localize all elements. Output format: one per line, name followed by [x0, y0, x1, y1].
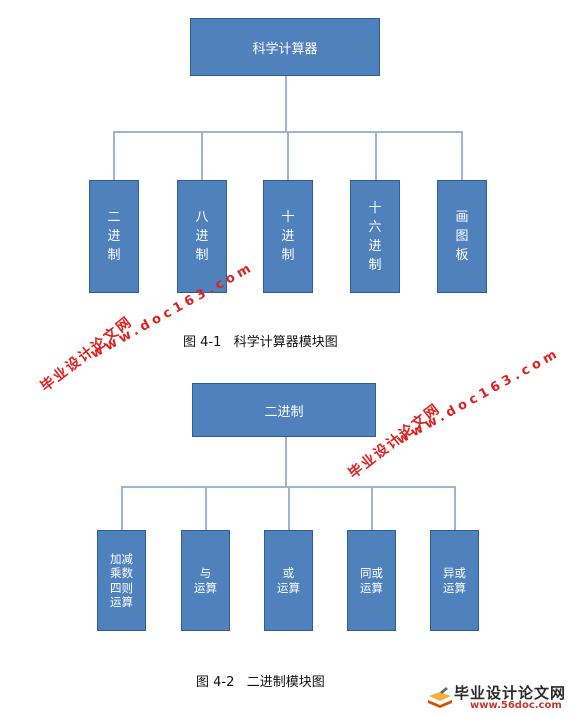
child-node-xnor: 同或 运算: [347, 530, 396, 631]
connector-line: [205, 486, 207, 530]
figure-caption: 图 4-2 二进制模块图: [196, 675, 325, 690]
connector-line: [371, 486, 373, 530]
child-node-label: 十进制: [281, 210, 295, 263]
child-node-label: 异或 运算: [443, 566, 466, 595]
root-node-label: 科学计算器: [252, 41, 318, 57]
child-node-label: 加减 乘数 四则 运算: [110, 551, 133, 610]
figure-caption: 图 4-1 科学计算器模块图: [183, 335, 338, 350]
connector-line: [375, 131, 377, 180]
connector-line: [287, 131, 289, 180]
child-node-label: 画图板: [455, 210, 469, 263]
child-node-label: 与 运算: [194, 566, 217, 595]
root-node-scientific-calculator: 科学计算器: [190, 18, 380, 76]
child-node-label: 十六进制: [368, 200, 382, 273]
child-node-drawing-board: 画图板: [437, 180, 487, 293]
watermark-site-name: 毕业设计论文网: [37, 313, 136, 396]
connector-line: [201, 131, 203, 180]
child-node-decimal: 十进制: [263, 180, 313, 293]
root-node-label: 二进制: [264, 404, 304, 420]
child-node-label: 同或 运算: [360, 566, 383, 595]
child-node-hexadecimal: 十六进制: [350, 180, 400, 293]
site-logo: 毕业设计论文网 www.56doc.com: [420, 682, 580, 714]
child-node-or: 或 运算: [264, 530, 313, 631]
watermark-url: www.doc163.com: [394, 345, 563, 449]
child-node-and: 与 运算: [181, 530, 230, 631]
logo-title: 毕业设计论文网: [454, 684, 567, 702]
child-node-xor: 异或 运算: [430, 530, 479, 631]
connector-line: [285, 76, 287, 131]
connector-line: [113, 131, 115, 180]
logo-url: www.56doc.com: [470, 700, 562, 711]
connector-line: [454, 486, 456, 530]
connector-line: [121, 486, 123, 530]
book-pen-icon: [428, 687, 452, 708]
child-node-arithmetic: 加减 乘数 四则 运算: [97, 530, 146, 631]
child-node-label: 八进制: [195, 210, 209, 263]
connector-line: [461, 131, 463, 180]
connector-line: [288, 486, 290, 530]
connector-line: [285, 437, 287, 486]
root-node-binary: 二进制: [192, 383, 376, 437]
child-node-label: 二进制: [107, 210, 121, 263]
child-node-binary: 二进制: [89, 180, 139, 293]
child-node-octal: 八进制: [177, 180, 227, 293]
child-node-label: 或 运算: [277, 566, 300, 595]
